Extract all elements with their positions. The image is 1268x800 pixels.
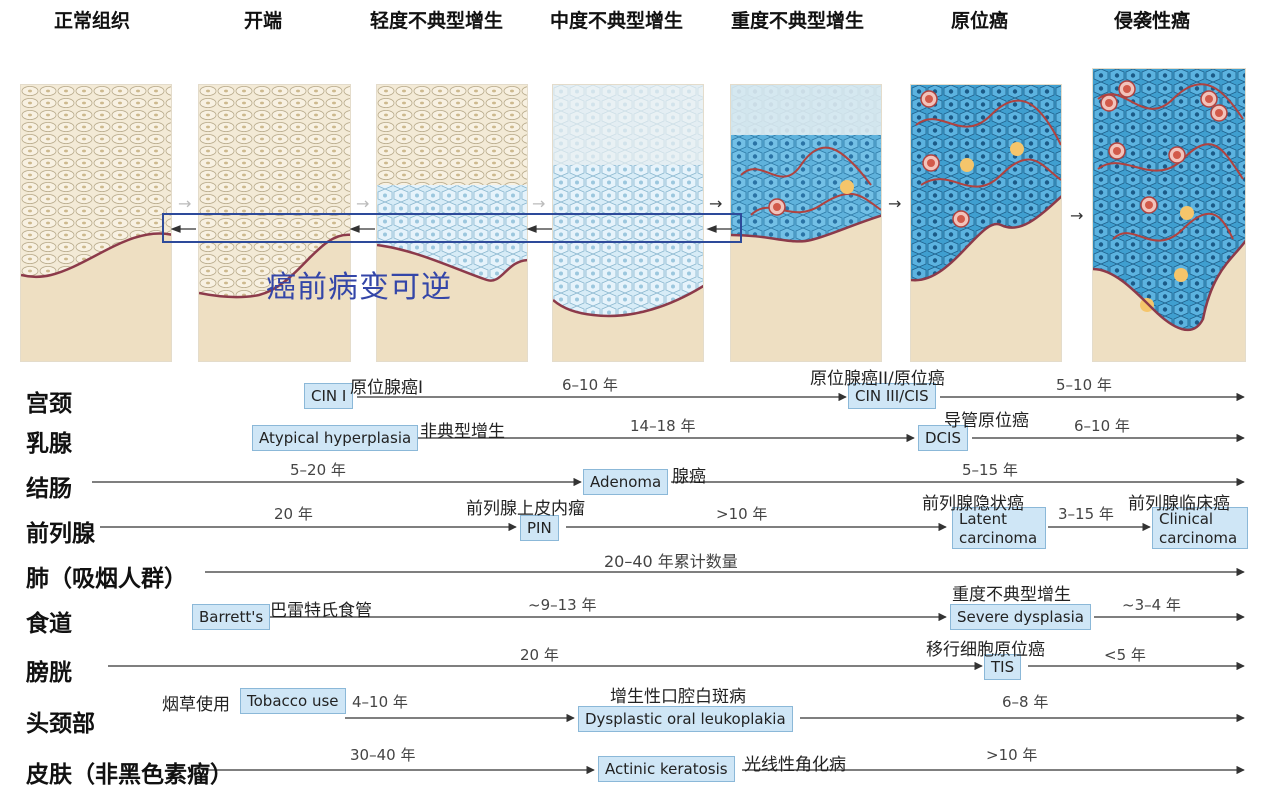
tissue-panel-carcinoma-in-situ — [910, 84, 1062, 362]
stage-box-actinic-keratosis: Actinic keratosis — [598, 756, 735, 782]
stage-title-carcinoma-in-situ: 原位癌 — [951, 10, 1009, 32]
stage-box-dcis: DCIS — [918, 425, 968, 451]
stage-zh-pin: 前列腺上皮内瘤 — [466, 499, 585, 519]
stage-zh-adenoma: 腺癌 — [672, 467, 706, 487]
tissue-panel-mild-dysplasia — [376, 84, 528, 362]
interval-cervix-2: 5–10 年 — [1056, 376, 1112, 394]
organ-label-breast: 乳腺 — [26, 431, 72, 457]
tissue-panel-severe-dysplasia — [730, 84, 882, 362]
stage-title-mild-dysplasia: 轻度不典型增生 — [370, 10, 504, 32]
organ-label-prostate: 前列腺 — [26, 521, 95, 547]
stage-box-cin1: CIN I — [304, 383, 354, 409]
stage-box-tobacco-use: Tobacco use — [240, 688, 346, 714]
stage-box-severe-dysplasia: Severe dysplasia — [950, 604, 1091, 630]
interval-prostate-2: >10 年 — [716, 505, 768, 523]
interval-skin-1: 30–40 年 — [350, 746, 416, 764]
stage-zh-tobacco-use: 烟草使用 — [162, 695, 230, 715]
interval-skin-2: >10 年 — [986, 746, 1038, 764]
stage-box-tis: TIS — [984, 654, 1022, 680]
tissue-panel-normal — [20, 84, 172, 362]
stage-arrow-6: → — [1070, 206, 1084, 225]
stage-title-severe-dysplasia: 重度不典型增生 — [731, 10, 865, 32]
organ-label-colon: 结肠 — [26, 476, 72, 502]
reversible-range-box — [162, 213, 742, 243]
interval-bladder-1: 20 年 — [520, 646, 559, 664]
stage-box-adenoma: Adenoma — [583, 469, 669, 495]
stage-title-initiation: 开端 — [244, 10, 283, 32]
organ-label-cervix: 宫颈 — [26, 391, 72, 417]
stage-box-latent-carcinoma: Latent carcinoma — [952, 507, 1046, 549]
interval-colon-1: 5–20 年 — [290, 461, 346, 479]
stage-box-dysplastic-oral-leukoplakia: Dysplastic oral leukoplakia — [578, 706, 793, 732]
interval-bladder-2: <5 年 — [1104, 646, 1146, 664]
interval-esophagus-1: ~9–13 年 — [528, 596, 597, 614]
organ-label-bladder: 膀胱 — [26, 660, 72, 686]
tissue-panel-initiation — [198, 84, 351, 362]
organ-label-skin: 皮肤（非黑色素瘤） — [26, 762, 233, 788]
organ-label-head-neck: 头颈部 — [26, 711, 95, 737]
stage-box-pin: PIN — [520, 515, 559, 541]
tissue-panel-moderate-dysplasia — [552, 84, 704, 362]
interval-colon-2: 5–15 年 — [962, 461, 1018, 479]
stage-zh-cin3: 原位腺癌II/原位癌 — [810, 369, 945, 389]
stage-zh-latent-carcinoma: 前列腺隐状癌 — [922, 494, 1024, 514]
stage-title-invasive-cancer: 侵袭性癌 — [1114, 10, 1191, 32]
interval-breast-1: 14–18 年 — [630, 417, 696, 435]
reversible-label: 癌前病变可逆 — [266, 270, 452, 305]
interval-prostate-1: 20 年 — [274, 505, 313, 523]
stage-title-normal: 正常组织 — [54, 10, 131, 32]
stage-box-atypical-hyperplasia: Atypical hyperplasia — [252, 425, 419, 451]
stage-title-moderate-dysplasia: 中度不典型增生 — [550, 10, 684, 32]
stage-zh-clinical-carcinoma: 前列腺临床癌 — [1128, 494, 1230, 514]
interval-head-neck-2: 6–8 年 — [1002, 693, 1049, 711]
stage-arrow-5: → — [888, 194, 902, 213]
interval-lung-1: 20–40 年累计数量 — [604, 552, 738, 571]
stage-zh-dysplastic-oral-leukoplakia: 增生性口腔白斑病 — [610, 687, 746, 707]
stage-arrow-4: → — [709, 194, 723, 213]
interval-head-neck-1: 4–10 年 — [352, 693, 408, 711]
organ-label-esophagus: 食道 — [26, 611, 72, 637]
stage-zh-tis: 移行细胞原位癌 — [926, 640, 1045, 660]
stage-zh-cin1: 原位腺癌I — [350, 378, 424, 398]
tissue-panel-invasive-cancer — [1092, 68, 1246, 362]
interval-prostate-3: 3–15 年 — [1058, 505, 1114, 523]
organ-label-lung: 肺（吸烟人群） — [26, 566, 187, 592]
stage-zh-severe-dysplasia: 重度不典型增生 — [952, 585, 1071, 605]
stage-box-cin3: CIN III/CIS — [848, 383, 936, 409]
interval-cervix-1: 6–10 年 — [562, 376, 618, 394]
stage-arrow-2: → — [356, 194, 370, 213]
interval-breast-2: 6–10 年 — [1074, 417, 1130, 435]
stage-zh-atypical-hyperplasia: 非典型增生 — [420, 422, 505, 442]
stage-box-clinical-carcinoma: Clinical carcinoma — [1152, 507, 1248, 549]
stage-zh-actinic-keratosis: 光线性角化病 — [744, 755, 846, 775]
stage-arrow-3: → — [532, 194, 546, 213]
stage-zh-dcis: 导管原位癌 — [944, 411, 1029, 431]
stage-zh-barretts: 巴雷特氏食管 — [270, 601, 372, 621]
stage-arrow-1: → — [178, 194, 192, 213]
interval-esophagus-2: ~3–4 年 — [1122, 596, 1181, 614]
stage-box-barretts: Barrett's — [192, 604, 271, 630]
